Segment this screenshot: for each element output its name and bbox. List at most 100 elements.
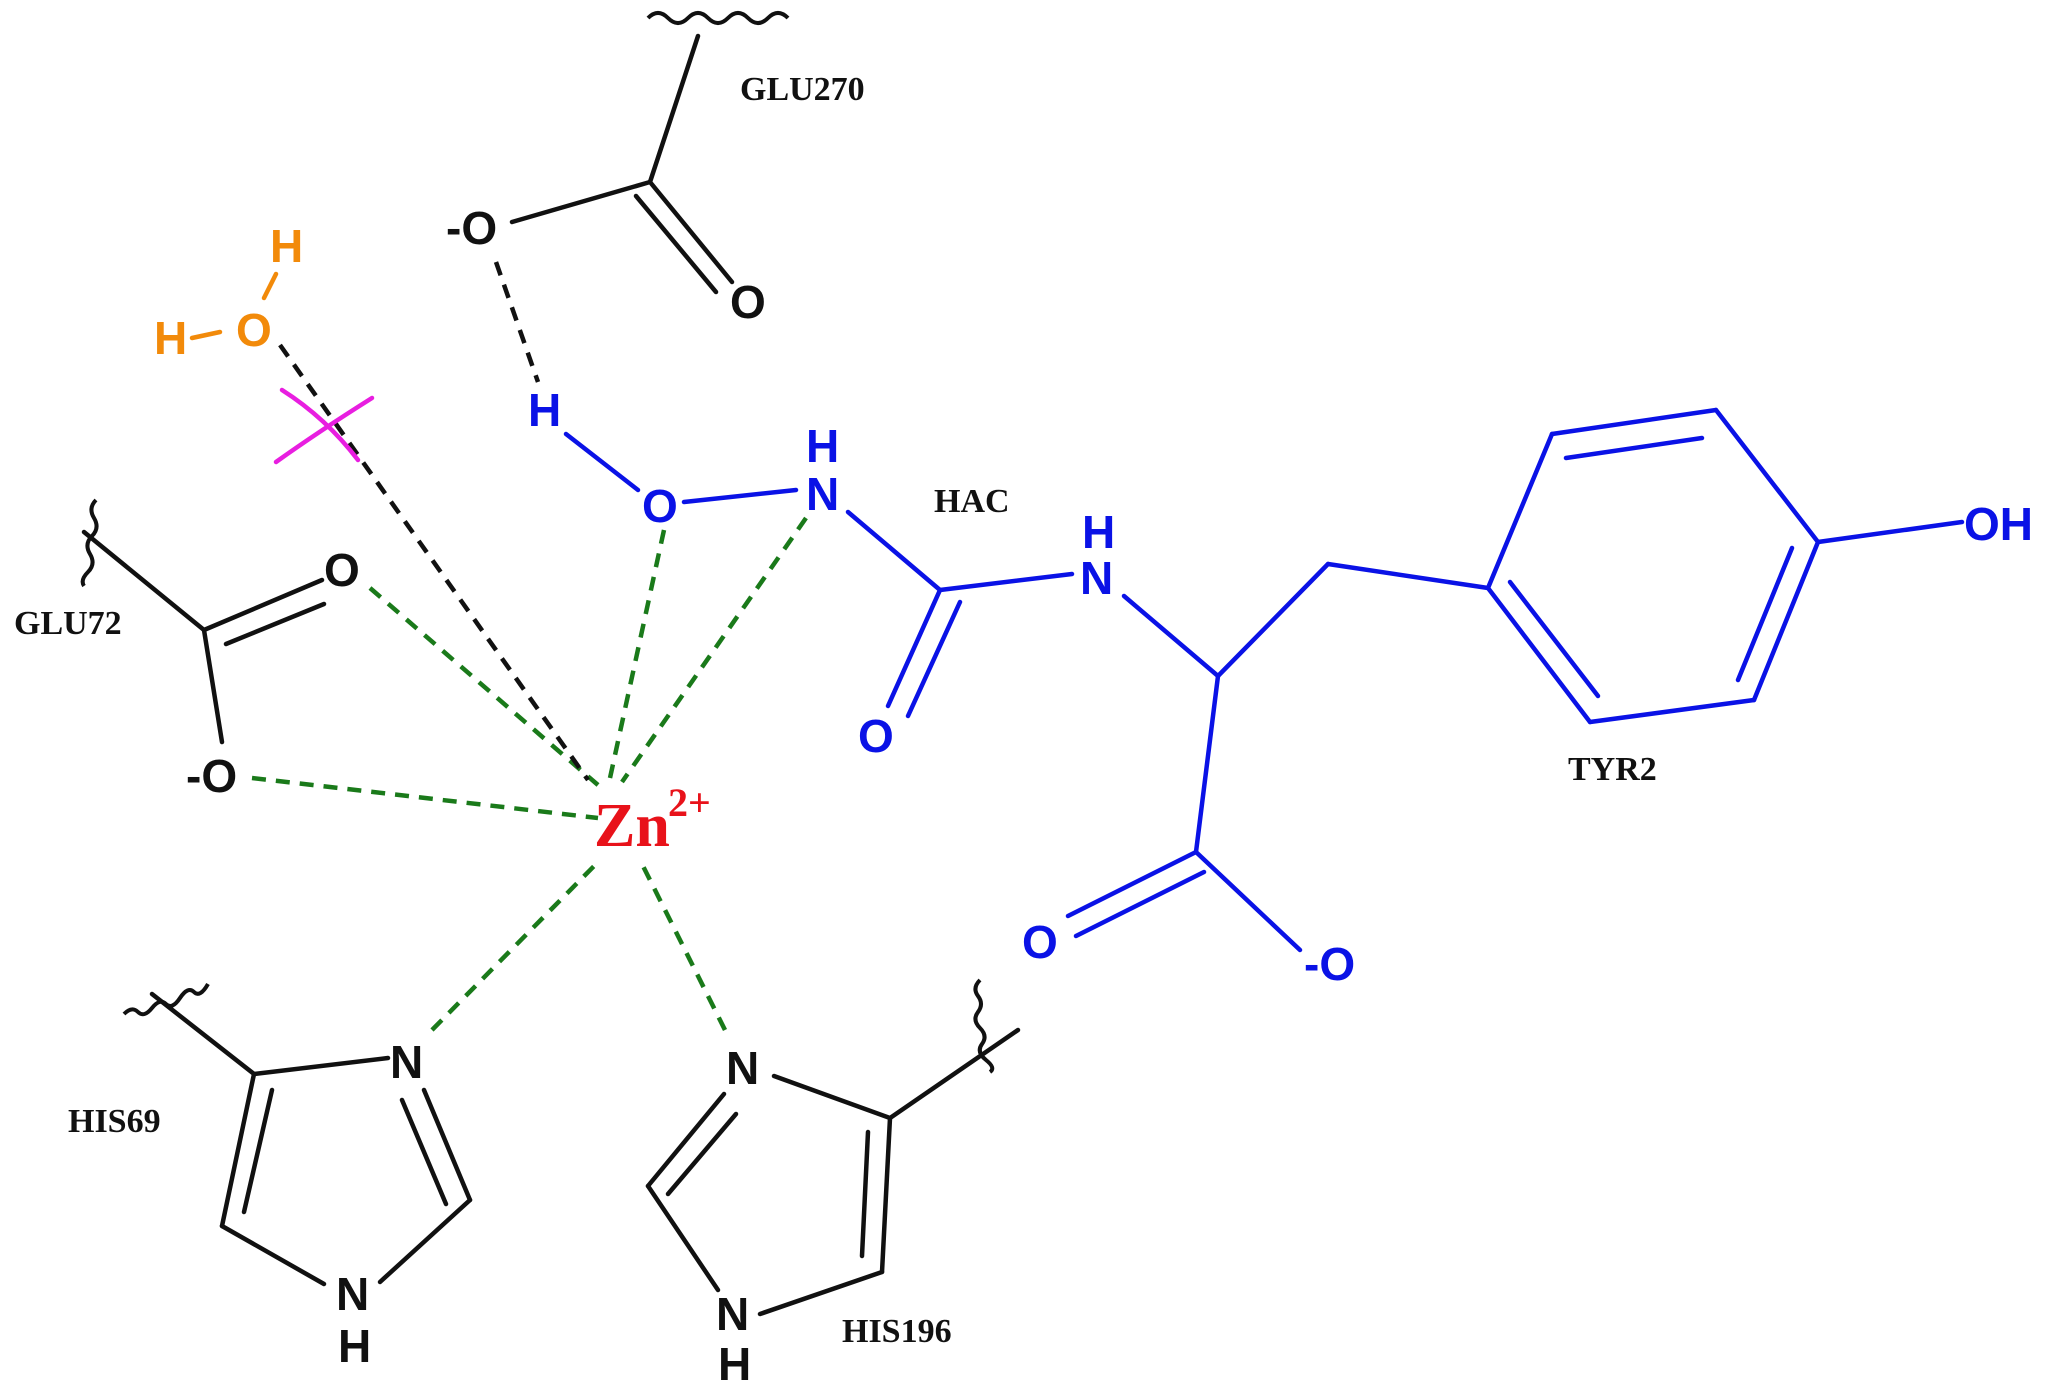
- his196-n: N: [726, 1042, 759, 1094]
- his69-residue: N N H HIS69: [68, 982, 473, 1372]
- phenyl-bond-5: [1587, 697, 1757, 725]
- his69-ring-c2-n1: [377, 1197, 473, 1285]
- zinc-symbol: Zn: [594, 792, 670, 860]
- hac-label: HAC: [934, 483, 1010, 520]
- his196-ring-c4-n3: [771, 1073, 893, 1121]
- phenyl-bond-4: [1751, 539, 1821, 703]
- his196-ring-c5-c4-b: [859, 1129, 871, 1259]
- carboxyl-c-o-double-a: [1065, 849, 1199, 919]
- glu72-c-o-double-bond-b: [223, 601, 327, 647]
- phenyl-bond-3: [1713, 407, 1821, 545]
- water-molecule: H H O: [154, 220, 303, 364]
- glu270-c-o-minus-bond: [509, 179, 653, 225]
- his69-label: HIS69: [68, 1103, 161, 1140]
- urea-c-o-bond-b: [905, 599, 963, 719]
- glu72-wavy-attachment: [80, 498, 99, 588]
- phenol-oh: OH: [1964, 498, 2033, 550]
- urea-c-o-bond-a: [885, 587, 943, 709]
- his69-cb-bond: [149, 991, 257, 1077]
- his69-ring-c4-n3: [251, 1055, 391, 1077]
- hydrogen-bond-lines: [278, 261, 590, 782]
- glu270-c-o-double-bond-a: [647, 179, 735, 285]
- zinc-ion: Zn 2+: [594, 780, 711, 860]
- hac-ligand: H O H N O H N O -O OH: [528, 384, 2033, 990]
- glu270-wavy-attachment: [646, 11, 790, 25]
- hac-o-n-bond: [681, 487, 799, 505]
- his196-ring-n3-c2-a: [645, 1091, 727, 1189]
- glu270-o-minus: -O: [446, 202, 497, 254]
- his196-nh-h: H: [718, 1338, 751, 1390]
- his196-label: HIS196: [842, 1313, 952, 1350]
- clash-arc-left: [279, 387, 361, 463]
- phenol-c-o-bond: [1815, 519, 1965, 545]
- glu72-residue: O -O GLU72: [14, 498, 360, 802]
- urea-c-n-bond: [937, 571, 1075, 593]
- his196-ring-n3-c2-b: [665, 1111, 739, 1197]
- his196-residue: N N H HIS196: [645, 978, 1021, 1390]
- glu270-residue: -O O GLU270: [446, 11, 865, 328]
- clash-arc-right: [273, 395, 375, 465]
- his69-n: N: [390, 1036, 423, 1088]
- his196-ring-c2-n1: [645, 1183, 721, 1293]
- glu270-label: GLU270: [740, 71, 865, 108]
- glu270-ca-c-bond: [647, 33, 701, 185]
- hac-nh-h: H: [806, 420, 839, 472]
- his69-nh-h: H: [338, 1320, 371, 1372]
- coord-glu72-o-minus: [251, 775, 599, 821]
- his196-wavy-attachment: [973, 978, 995, 1074]
- coord-his196-n: [637, 858, 728, 1032]
- his69-ring-n1-c5: [219, 1223, 327, 1287]
- water-o: O: [236, 304, 272, 356]
- phenyl-bond-6-inner: [1507, 579, 1601, 699]
- phenyl-bond-1: [1485, 431, 1555, 591]
- glu72-c-o-double-bond-a: [201, 577, 325, 633]
- glu270-c-o-double-bond-b: [633, 193, 719, 295]
- carboxyl-c-o-minus: [1193, 849, 1303, 953]
- carboxyl-c-o-double-b: [1073, 869, 1207, 939]
- hac-o: O: [642, 480, 678, 532]
- his196-nh-n: N: [716, 1288, 749, 1340]
- glu72-label: GLU72: [14, 605, 122, 642]
- steric-clash-mark: [273, 387, 375, 465]
- coord-his69-n: [430, 858, 602, 1032]
- glu72-o-minus: -O: [186, 750, 237, 802]
- carboxyl-o-double: O: [1022, 916, 1058, 968]
- his69-ring-n3-c2-a: [421, 1087, 473, 1203]
- urea-nh-h: H: [1082, 506, 1115, 558]
- his69-ring-c5-c4-b: [241, 1087, 275, 1215]
- cbeta-ring-bond: [1325, 561, 1491, 591]
- urea-o: O: [858, 710, 894, 762]
- hac-nh-n: N: [806, 468, 839, 520]
- his69-nh-n: N: [336, 1268, 369, 1320]
- his69-ring-c5-c4-a: [219, 1071, 257, 1229]
- phenyl-bond-6: [1485, 585, 1593, 725]
- water-h-left: H: [154, 312, 187, 364]
- phenyl-bond-4-inner: [1735, 545, 1795, 683]
- zinc-coordination-bonds: [251, 516, 808, 1032]
- urea-nh-n: N: [1080, 552, 1113, 604]
- his69-ring-n3-c2-b: [399, 1097, 449, 1207]
- coord-glu72-o-double: [368, 586, 600, 787]
- carboxyl-o-minus: -O: [1304, 938, 1355, 990]
- his69-wavy-attachment: [122, 982, 210, 1017]
- phenyl-bond-2-inner: [1563, 435, 1705, 461]
- his196-ring-c5-c4-a: [879, 1115, 893, 1275]
- glu72-ca-c-bond: [81, 529, 207, 633]
- coord-hac-o: [607, 529, 667, 779]
- glu72-o-double: O: [324, 544, 360, 596]
- phenyl-bond-2: [1549, 407, 1719, 437]
- hbond-glu270-hac: [493, 261, 541, 383]
- calpha-ccarboxyl-bond: [1193, 673, 1221, 855]
- glu270-o-double: O: [730, 276, 766, 328]
- n-calpha-bond: [1121, 593, 1221, 679]
- water-h-top: H: [270, 220, 303, 272]
- glu72-c-o-minus-bond: [201, 627, 225, 745]
- his196-ring-n1-c5: [757, 1269, 885, 1317]
- water-h-left-bond: [189, 329, 223, 341]
- zinc-charge: 2+: [668, 780, 711, 825]
- tyr2-label: TYR2: [1568, 751, 1657, 788]
- hac-n-c-bond: [845, 509, 943, 593]
- hac-h: H: [528, 384, 561, 436]
